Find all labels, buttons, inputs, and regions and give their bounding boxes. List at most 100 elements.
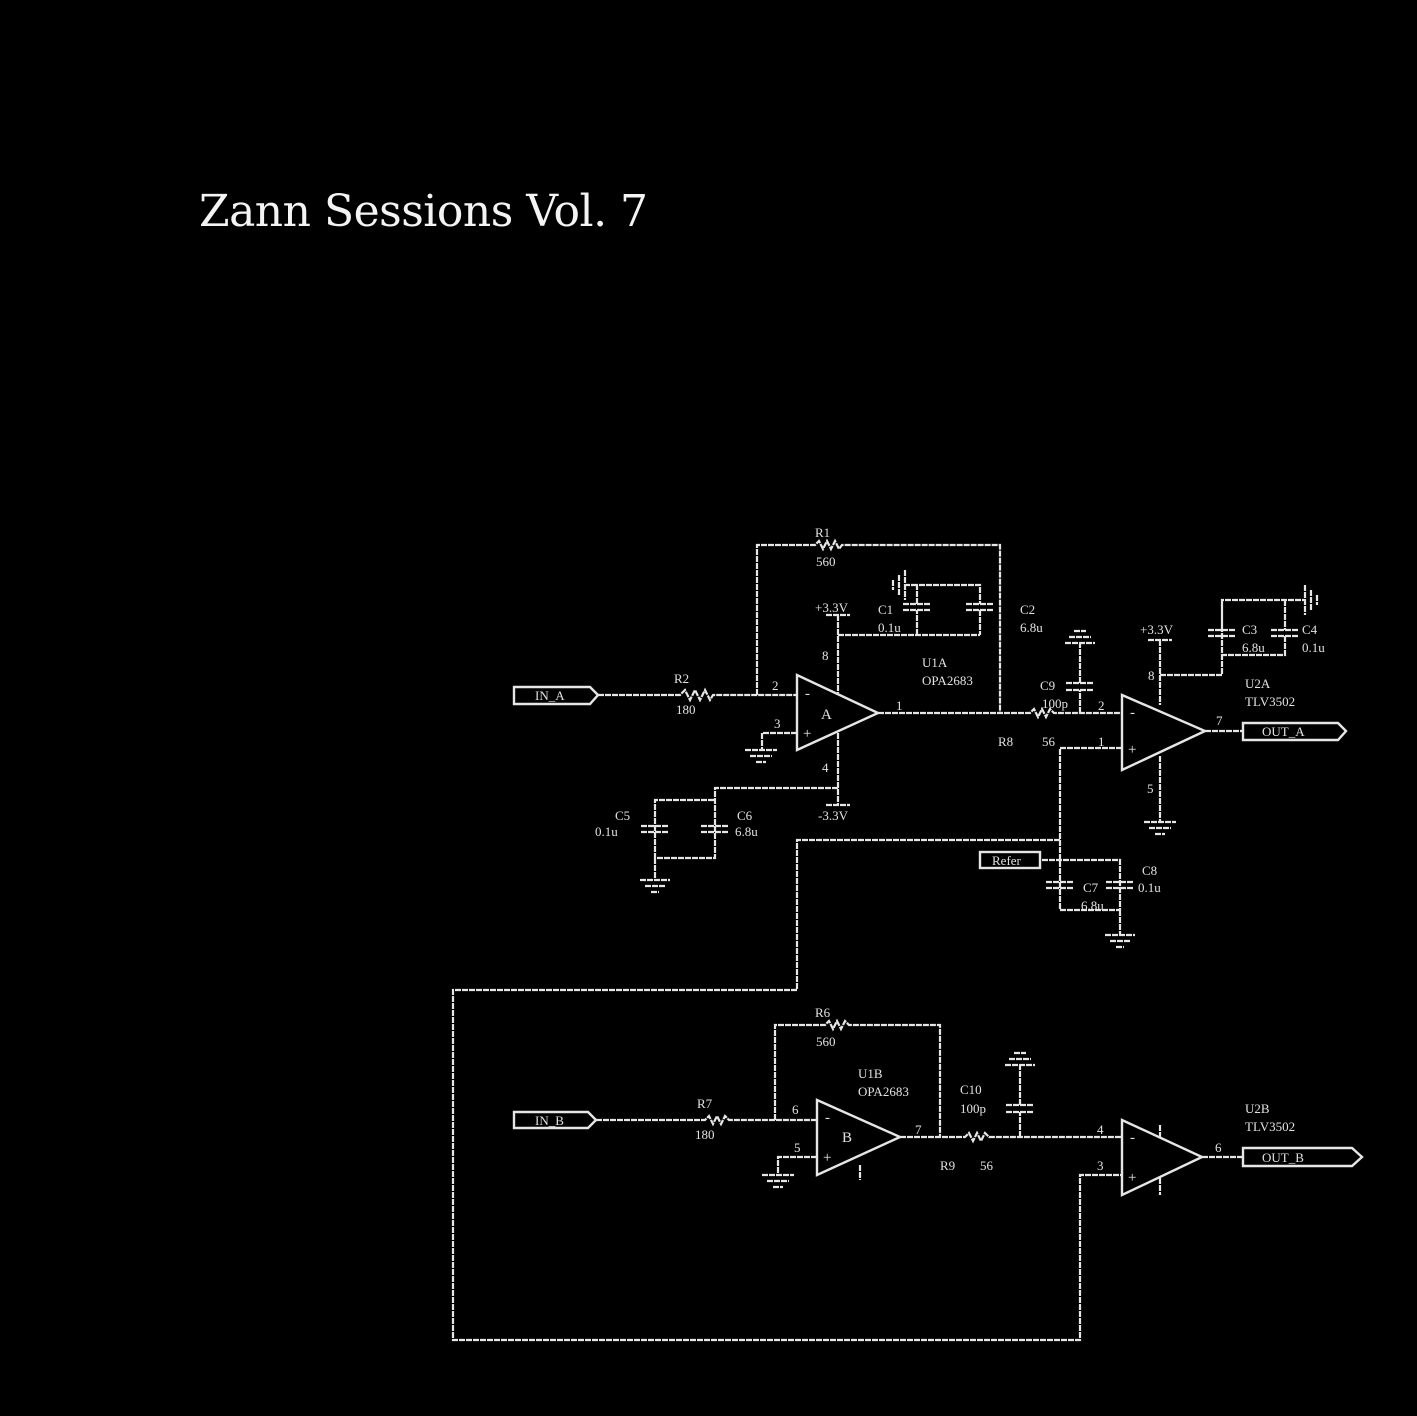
out-a-label: OUT_A [1262,724,1305,739]
circuit-b: IN_B R7 180 R6 560 - + B 6 5 7 U1B OPA26… [512,1005,1364,1197]
comparator-u2b [1120,1118,1205,1197]
c4-value: 0.1u [1302,640,1325,655]
c9-capacitor [1065,629,1095,713]
pin-label: 3 [774,716,781,731]
c6-label: C6 [737,808,753,823]
u2a-label: U2A [1245,676,1271,691]
u1a-label: U1A [922,655,948,670]
c5-label: C5 [615,808,630,823]
in-a-label: IN_A [535,688,565,703]
unit-label: A [821,707,832,723]
ground-icon [745,731,797,764]
pin-label: 6 [792,1102,799,1117]
c7-value: 6.8u [1081,898,1104,913]
r1-label: R1 [815,525,830,540]
c1-value: 0.1u [878,620,901,635]
in-b-label: IN_B [535,1113,564,1128]
pin-label: 5 [794,1140,801,1155]
out-b-label: OUT_B [1262,1150,1304,1165]
c7-c8-reference [1040,746,1135,949]
r7-label: R7 [697,1096,713,1111]
pin-label: 6 [1215,1140,1222,1155]
ground-icon [1144,729,1243,836]
in-b-port [512,1110,598,1130]
vpos-label: +3.3V [815,600,849,615]
pin-label: 7 [1216,713,1223,728]
c2-label: C2 [1020,602,1035,617]
c9-label: C9 [1040,678,1055,693]
pin-label: 7 [915,1122,922,1137]
u2b-part: TLV3502 [1245,1119,1295,1134]
unit-label: B [842,1130,852,1146]
c10-label: C10 [960,1082,982,1097]
opamp-u1b [815,1098,903,1177]
u2b-label: U2B [1245,1101,1270,1116]
c2-value: 6.8u [1020,620,1043,635]
c3-label: C3 [1242,622,1257,637]
plus-sign: + [823,1150,831,1166]
ground-icon [762,1155,862,1189]
plus-sign: + [1128,742,1136,758]
pin-label: 3 [1097,1158,1104,1173]
pin-label: 5 [1147,781,1154,796]
c7-label: C7 [1083,880,1099,895]
c8-value: 0.1u [1138,880,1161,895]
r8-label: R8 [998,734,1013,749]
plus-sign: + [803,726,811,742]
c9-value: 100p [1042,696,1068,711]
c1-c2-decoupling [826,570,994,693]
r8-value: 56 [1042,734,1056,749]
r8-resistor [878,706,1122,720]
out-a-port [1241,721,1348,742]
pin-label: 2 [1098,698,1105,713]
pin-label: 4 [1097,1122,1104,1137]
album-title: Zann Sessions Vol. 7 [199,186,648,237]
r6-label: R6 [815,1005,831,1020]
r6-feedback [773,1018,942,1137]
pin-label: 4 [822,760,829,775]
r6-value: 560 [816,1034,836,1049]
c10-value: 100p [960,1101,986,1116]
r2-value: 180 [676,702,696,717]
pin-label: 1 [1098,734,1105,749]
c3-value: 6.8u [1242,640,1265,655]
in-a-port [512,685,600,706]
r2-label: R2 [674,671,689,686]
c5-c6-decoupling [640,733,850,894]
pin-label: 8 [822,648,829,663]
minus-sign: - [1130,705,1135,721]
plus-sign: + [1128,1170,1136,1186]
r7-resistor [596,1113,817,1127]
pin-label: 2 [772,678,779,693]
r9-value: 56 [980,1158,994,1173]
r7-value: 180 [695,1127,715,1142]
ref-port [978,850,1042,870]
minus-sign: - [825,1110,830,1126]
u1a-part: OPA2683 [922,673,973,688]
u1b-part: OPA2683 [858,1084,909,1099]
u2a-part: TLV3502 [1245,694,1295,709]
r1-value: 560 [816,554,836,569]
circuit-a: IN_A R2 180 R1 560 - + A 2 3 1 R8 56 U1A… [512,525,1348,949]
c3-c4-decoupling [1148,585,1319,705]
ref-label: Refer [992,853,1022,868]
r9-label: R9 [940,1158,955,1173]
opamp-u1a [795,673,881,752]
r1-feedback [755,538,1002,713]
vpos-label: +3.3V [1140,622,1174,637]
pin-label: 8 [1148,668,1155,683]
r2-resistor [598,687,797,703]
c5-value: 0.1u [595,824,618,839]
u2b-wires [1158,1125,1243,1195]
c1-label: C1 [878,602,893,617]
minus-sign: - [1130,1130,1135,1146]
c4-label: C4 [1302,622,1318,637]
minus-sign: - [805,686,810,702]
reference-loop-wire [451,838,1122,1342]
c6-value: 6.8u [735,824,758,839]
r9-c10 [900,1051,1122,1144]
out-b-port [1241,1146,1364,1168]
u1b-label: U1B [858,1066,883,1081]
vneg-label: -3.3V [818,808,849,823]
